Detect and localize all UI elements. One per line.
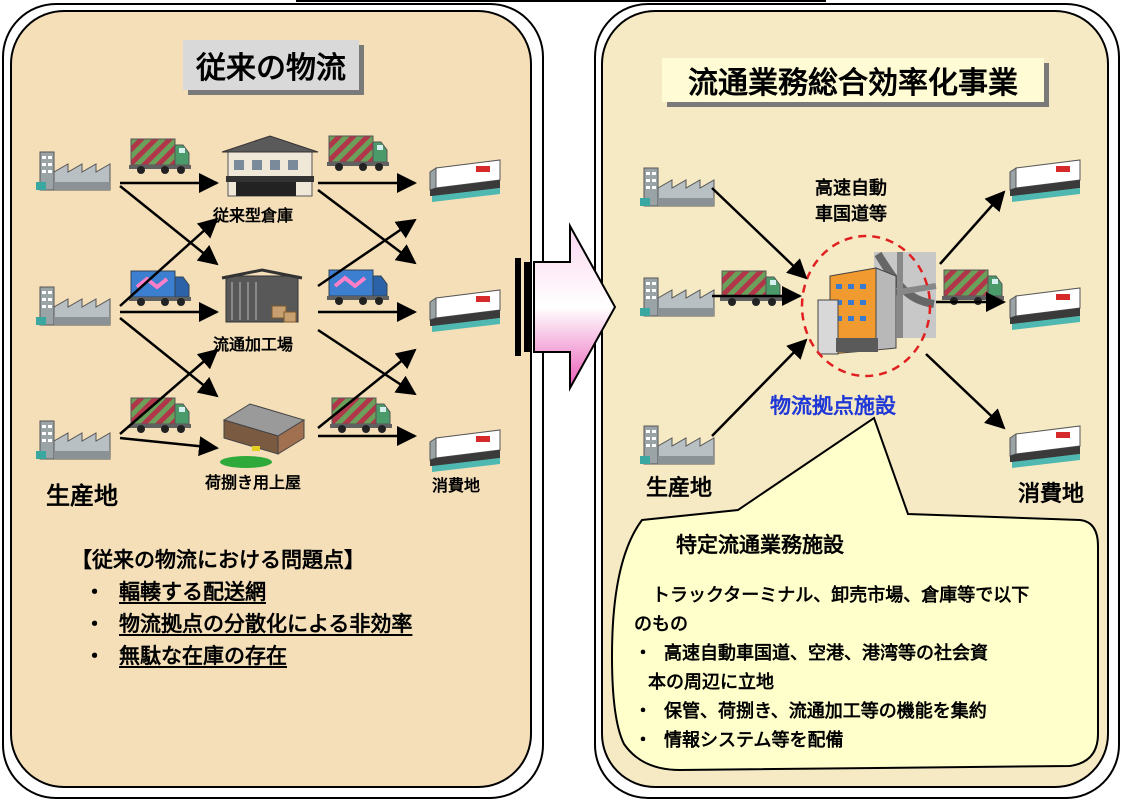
consumer-label-left: 消費地	[432, 476, 481, 495]
hub-building-icon	[817, 267, 897, 355]
problem-item: ・輻輳する配送網	[84, 576, 412, 608]
callout-item-cont: 本の周辺に立地	[648, 672, 774, 693]
factory-icon	[35, 286, 111, 326]
callout-intro: トラックターミナル、卸売市場、倉庫等で以下	[634, 581, 1029, 610]
factory-icon	[639, 167, 715, 207]
header-rule	[296, 0, 826, 2]
bullet: ・	[634, 643, 652, 664]
highway-label: 高速自動 車国道等	[815, 176, 887, 228]
left-title: 従来の物流	[183, 40, 359, 90]
transition-arrow-icon	[515, 222, 617, 392]
truck-icon	[128, 138, 192, 175]
factory-icon	[35, 420, 111, 460]
problem-text: 無駄な在庫の存在	[119, 644, 287, 668]
store-icon	[429, 159, 501, 203]
warehouse-label: 従来型倉庫	[213, 206, 294, 225]
factory-icon	[35, 151, 111, 191]
callout-body: トラックターミナル、卸売市場、倉庫等で以下 のもの ・高速自動車国道、空港、港湾…	[634, 581, 1029, 755]
truck-icon	[719, 270, 783, 307]
bullet: ・	[84, 580, 105, 604]
callout-item-text: 情報システム等を配備	[664, 730, 844, 751]
callout-balloon	[610, 416, 1099, 772]
factory-icon	[639, 277, 715, 317]
store-icon	[1009, 425, 1081, 469]
callout-item: ・保管、荷捌き、流通加工等の機能を集約	[634, 697, 1029, 726]
consumer-label-right: 消費地	[1018, 482, 1085, 507]
callout-heading: 特定流通業務施設	[676, 533, 844, 557]
bullet: ・	[84, 612, 105, 636]
bullet: ・	[634, 701, 652, 722]
warehouse-icon	[221, 135, 319, 197]
problem-item: ・物流拠点の分散化による非効率	[84, 608, 412, 640]
store-icon	[429, 429, 501, 473]
shed-label: 荷捌き用上屋	[205, 473, 302, 492]
shed-icon	[220, 403, 306, 468]
problem-item: ・無駄な在庫の存在	[84, 640, 412, 672]
producer-label-left: 生産地	[46, 482, 118, 510]
problems-list: ・輻輳する配送網 ・物流拠点の分散化による非効率 ・無駄な在庫の存在	[84, 576, 412, 672]
truck-icon	[326, 135, 390, 172]
problem-text: 輻輳する配送網	[119, 580, 266, 604]
truck-icon	[329, 397, 393, 434]
hub-dashed-circle	[800, 234, 932, 378]
problems-heading: 【従来の物流における問題点】	[71, 548, 365, 572]
callout-item: ・高速自動車国道、空港、港湾等の社会資	[634, 639, 1029, 668]
callout-item-text: 高速自動車国道、空港、港湾等の社会資	[664, 643, 988, 664]
callout-item-text: 保管、荷捌き、流通加工等の機能を集約	[664, 701, 987, 722]
callout-intro-cont: のもの	[634, 614, 688, 635]
callout-item: ・情報システム等を配備	[634, 726, 1029, 755]
factory-icon	[639, 425, 715, 465]
callout-intro-text: トラックターミナル、卸売市場、倉庫等で以下	[652, 585, 1030, 606]
store-icon	[1009, 287, 1081, 331]
producer-label-right: 生産地	[646, 476, 713, 501]
truck-icon	[941, 269, 1005, 306]
truck-icon	[325, 268, 391, 307]
bullet: ・	[634, 730, 652, 751]
right-flow-arrows	[711, 187, 1006, 437]
processing-facility-icon	[221, 268, 303, 323]
problem-text: 物流拠点の分散化による非効率	[119, 612, 413, 636]
hub-label: 物流拠点施設	[770, 394, 896, 418]
store-icon	[1009, 159, 1081, 203]
truck-icon	[128, 397, 192, 434]
store-icon	[429, 289, 501, 333]
highway-label-line: 高速自動	[815, 178, 887, 199]
highway-label-line: 車国道等	[815, 204, 887, 225]
left-flow-arrows	[119, 173, 417, 457]
bullet: ・	[84, 644, 105, 668]
processing-label: 流通加工場	[213, 335, 294, 354]
right-title: 流通業務総合効率化事業	[662, 58, 1044, 102]
